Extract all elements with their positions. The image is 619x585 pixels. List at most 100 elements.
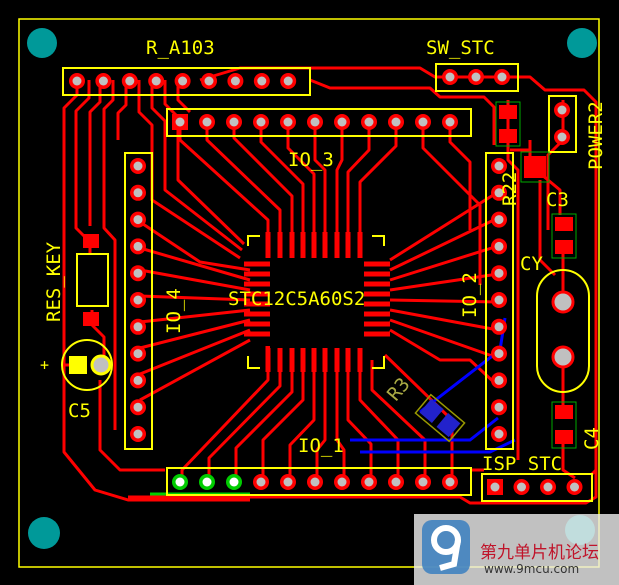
header-io-1: [166, 467, 472, 496]
header-io-4: [124, 152, 153, 450]
pad-hole: [364, 117, 374, 127]
header-io-2: [485, 152, 514, 450]
pad-hole: [310, 477, 320, 487]
pad-hole: [256, 477, 266, 487]
label-c5: C5: [68, 400, 91, 422]
button-res-key: [76, 234, 109, 326]
label-r-a103: R_A103: [146, 37, 215, 59]
pad-hole: [494, 429, 504, 439]
capacitor-c5: [61, 339, 113, 391]
pad-hole: [133, 349, 143, 359]
watermark-title: 第九单片机论坛: [480, 543, 599, 563]
pad-hole: [490, 482, 500, 492]
pad-hole: [494, 322, 504, 332]
pad-hole: [471, 72, 481, 82]
pad-hole: [337, 477, 347, 487]
resistor-r22: [495, 101, 550, 183]
pad-hole: [178, 76, 188, 86]
pad-hole: [494, 215, 504, 225]
pad-hole: [494, 295, 504, 305]
pad-hole: [72, 76, 82, 86]
pad-hole: [133, 322, 143, 332]
label-res-key: RES_KEY: [43, 241, 65, 322]
pad-hole: [133, 429, 143, 439]
pad-hole: [256, 117, 266, 127]
pad-hole: [445, 117, 455, 127]
pad-hole: [230, 76, 240, 86]
pad-hole: [494, 375, 504, 385]
label-chip: STC12C5A60S2: [228, 288, 365, 310]
capacitor-c4: [551, 401, 577, 449]
watermark-url: www.9mcu.com: [484, 562, 580, 576]
label-io-4: IO_4: [163, 288, 185, 334]
pad-hole: [175, 477, 185, 487]
header-io-3: [166, 108, 472, 137]
chip-stc12c5a60s2: [244, 232, 390, 372]
pad-hole: [310, 117, 320, 127]
nine-logo-icon: [422, 520, 470, 574]
pad-hole: [494, 161, 504, 171]
pad-hole: [257, 76, 267, 86]
pad-hole: [497, 72, 507, 82]
pad-hole: [570, 482, 579, 492]
pad-hole: [445, 72, 455, 82]
pad-hole: [364, 477, 374, 487]
pad-hole: [418, 477, 428, 487]
pad-hole: [557, 132, 567, 142]
label-c3: C3: [546, 189, 569, 211]
pad-hole: [133, 215, 143, 225]
capacitor-c3: [551, 213, 577, 259]
pad-hole: [494, 268, 504, 278]
pad-hole: [517, 482, 526, 492]
pad-hole: [202, 477, 212, 487]
label-c4: C4: [581, 427, 603, 450]
pad-hole: [283, 477, 293, 487]
pad-hole: [204, 76, 214, 86]
pad-hole: [391, 477, 401, 487]
pad-hole: [494, 349, 504, 359]
pad-hole: [557, 105, 567, 115]
header-r-a103: [62, 67, 311, 96]
pad-hole: [202, 117, 212, 127]
pad-hole: [133, 295, 143, 305]
label-plus: +: [40, 356, 49, 374]
pad-hole: [151, 76, 161, 86]
pad-hole: [125, 76, 135, 86]
label-isp-stc: ISP_STC: [482, 453, 562, 475]
header-power2: [548, 95, 577, 153]
pad-hole: [133, 402, 143, 412]
pad-hole: [175, 117, 185, 127]
header-isp-stc: [481, 473, 593, 502]
resistor-r3: [414, 393, 466, 443]
pad-hole: [283, 117, 293, 127]
label-io-3: IO_3: [288, 149, 334, 171]
pad-hole: [133, 241, 143, 251]
pad-hole: [98, 76, 108, 86]
pad-hole: [229, 117, 239, 127]
pad-hole: [494, 241, 504, 251]
pad-hole: [133, 188, 143, 198]
crystal-cy: [536, 269, 590, 393]
pad-hole: [391, 117, 401, 127]
pad-hole: [494, 402, 504, 412]
pad-hole: [133, 268, 143, 278]
label-io-2: IO_2: [459, 272, 481, 318]
pad-hole: [229, 477, 239, 487]
board-outline: [18, 18, 600, 568]
label-r22: R22: [499, 172, 521, 206]
pad-hole: [283, 76, 293, 86]
pad-hole: [133, 375, 143, 385]
watermark: 第九单片机论坛 www.9mcu.com: [414, 514, 619, 585]
pad-hole: [337, 117, 347, 127]
pad-hole: [494, 188, 504, 198]
label-power2: POWER2: [585, 101, 607, 170]
label-sw-stc: SW_STC: [426, 37, 495, 59]
pad-hole: [418, 117, 428, 127]
pad-hole: [543, 482, 553, 492]
label-cy: CY: [520, 253, 543, 275]
header-sw-stc: [435, 63, 519, 92]
label-io-1: IO_1: [298, 435, 344, 457]
pad-hole: [445, 477, 455, 487]
pad-hole: [133, 161, 143, 171]
